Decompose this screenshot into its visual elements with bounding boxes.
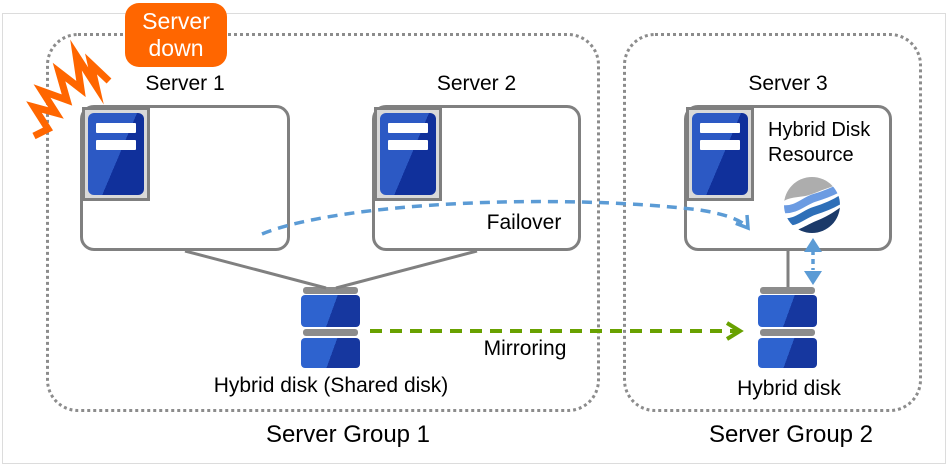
server-slot-bar (96, 123, 136, 133)
disk-cap (303, 329, 358, 336)
shared-disk-label: Hybrid disk (Shared disk) (213, 374, 449, 397)
disk-platter (301, 295, 360, 327)
hybrid-disk-resource-label: Hybrid Disk Resource (768, 119, 871, 166)
outer-frame (2, 13, 946, 464)
server-1-label: Server 1 (145, 72, 225, 95)
server-slot-bar (96, 140, 136, 150)
server-icon-plate (686, 107, 754, 201)
server-2-label: Server 2 (436, 72, 517, 95)
mirroring-label: Mirroring (483, 337, 567, 360)
disk-platter (758, 295, 817, 327)
server-group-2-label: Server Group 2 (708, 421, 874, 448)
hybrid-disk-icon (758, 287, 817, 369)
server-slot-bar (388, 123, 428, 133)
disk-cap (760, 329, 815, 336)
server-slot-bar (388, 140, 428, 150)
disk-platter (301, 338, 360, 368)
hybrid-disk-label: Hybrid disk (737, 377, 841, 400)
server-1-box (80, 105, 290, 251)
disk-cap (303, 287, 358, 294)
server-slot-bar (700, 140, 740, 150)
disk-platter (758, 338, 817, 368)
server-icon (380, 113, 436, 195)
server-icon (692, 113, 748, 195)
shared-disk-icon (301, 287, 360, 369)
failover-label: Failover (486, 211, 562, 234)
server-2-box (372, 105, 581, 251)
server-slot-bar (700, 123, 740, 133)
server-icon (88, 113, 144, 195)
disk-cap (760, 287, 815, 294)
server-down-badge: Server down (125, 3, 227, 67)
server-icon-plate (82, 107, 150, 201)
server-icon-plate (374, 107, 442, 201)
server-3-label: Server 3 (748, 72, 828, 95)
server-group-1-label: Server Group 1 (265, 421, 431, 448)
